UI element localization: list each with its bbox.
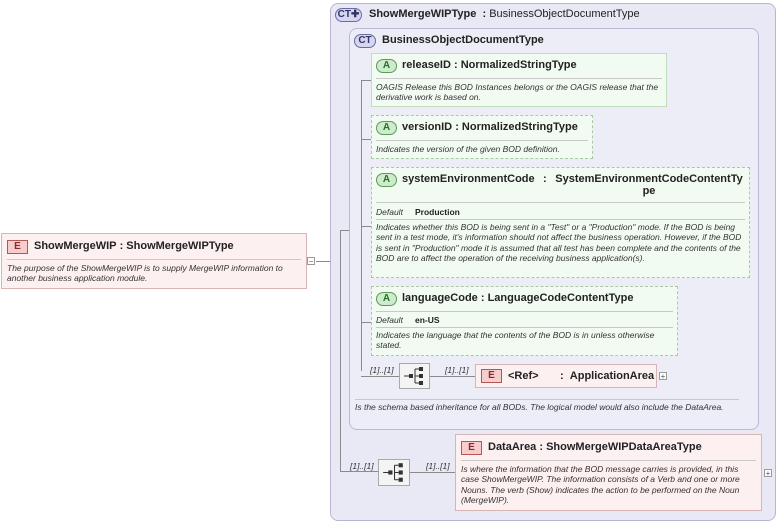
attr-connector-3 — [361, 226, 371, 227]
colon-separator: : — [477, 292, 488, 304]
colon-separator: : — [116, 240, 127, 252]
attribute-separator — [376, 140, 588, 141]
attribute-type: LanguageCodeContentType — [487, 292, 634, 304]
sequence-icon — [404, 367, 423, 385]
attr-connector-1 — [361, 80, 371, 81]
outer-tree-line — [340, 230, 341, 471]
app-area-seq-cardinality: [1]..[1] — [370, 365, 394, 375]
default-value: Production — [415, 207, 460, 217]
element-badge: E — [481, 369, 502, 383]
element-separator — [461, 460, 756, 461]
element-ref-label: <Ref> — [508, 370, 539, 382]
attribute-title: versionID : NormalizedStringType — [402, 121, 578, 133]
element-type: ShowMergeWIPType — [126, 240, 234, 252]
element-separator — [7, 259, 301, 260]
attribute-type: NormalizedStringType — [461, 121, 578, 133]
inner-type-doc: Is the schema based inheritance for all … — [355, 402, 724, 412]
attribute-systemEnvironmentCode[interactable]: A systemEnvironmentCode : SystemEnvironm… — [371, 167, 750, 278]
element-badge: E — [7, 240, 28, 254]
collapse-root-button[interactable]: − — [307, 257, 315, 266]
element-doc: Is where the information that the BOD me… — [461, 464, 740, 506]
colon-separator: : — [543, 173, 547, 185]
ct-tag-text: CT — [337, 9, 351, 20]
outer-inner-connector — [340, 230, 349, 231]
attribute-separator — [376, 327, 673, 328]
attribute-title: languageCode : LanguageCodeContentType — [402, 292, 633, 304]
attribute-separator — [376, 219, 745, 220]
element-title: ShowMergeWIP : ShowMergeWIPType — [34, 240, 234, 252]
attribute-doc: Indicates whether this BOD is being sent… — [376, 222, 742, 264]
sequence-icon — [383, 463, 403, 482]
seq-connector — [361, 376, 399, 377]
expand-data-area-button[interactable]: + — [764, 469, 772, 478]
attribute-releaseID[interactable]: A releaseID : NormalizedStringType OAGIS… — [371, 53, 667, 107]
data-area-elem-cardinality: [1]..[1] — [426, 461, 450, 471]
attribute-languageCode[interactable]: A languageCode : LanguageCodeContentType… — [371, 286, 678, 356]
colon-separator: : — [452, 121, 462, 133]
colon-separator: : — [536, 441, 547, 453]
attribute-separator — [376, 311, 673, 312]
colon-separator: : — [479, 8, 490, 20]
attribute-type: NormalizedStringType — [460, 59, 577, 71]
attribute-tree-line — [361, 80, 362, 371]
attribute-badge: A — [376, 292, 397, 306]
attribute-name: systemEnvironmentCode — [402, 173, 535, 185]
attribute-badge: A — [376, 121, 397, 135]
minus-icon: − — [308, 257, 314, 266]
element-badge: E — [461, 441, 482, 455]
inner-doc-separator — [355, 399, 739, 400]
plus-badge-icon: ✚ — [350, 9, 360, 20]
element-title: : ApplicationArea — [560, 370, 654, 382]
element-name: DataArea — [488, 441, 537, 453]
sequence-compositor-app-area[interactable] — [399, 363, 430, 389]
default-label: Default — [376, 315, 403, 325]
outer-type-title: ShowMergeWIPType : BusinessObjectDocumen… — [369, 8, 640, 20]
expand-app-area-button[interactable]: + — [659, 372, 667, 381]
attribute-title: releaseID : NormalizedStringType — [402, 59, 577, 71]
attr-connector-4 — [361, 322, 371, 323]
app-area-connector — [430, 376, 475, 377]
data-area-seq-connector — [340, 471, 378, 472]
attribute-type: SystemEnvironmentCodeContentType — [555, 173, 743, 197]
default-value: en-US — [415, 315, 440, 325]
plus-icon: + — [660, 372, 666, 381]
element-DataArea[interactable]: E DataArea : ShowMergeWIPDataAreaType Is… — [455, 434, 762, 511]
default-label: Default — [376, 207, 403, 217]
element-name: ApplicationArea — [569, 370, 655, 382]
element-ShowMergeWIP[interactable]: E ShowMergeWIP : ShowMergeWIPType The pu… — [1, 233, 307, 289]
sequence-compositor-data-area[interactable] — [378, 459, 410, 486]
attribute-badge: A — [376, 173, 397, 187]
attribute-name: languageCode — [402, 292, 478, 304]
element-title: DataArea : ShowMergeWIPDataAreaType — [488, 441, 702, 453]
element-name: ShowMergeWIP — [34, 240, 117, 252]
attribute-badge: A — [376, 59, 397, 73]
attribute-doc: Indicates the version of the given BOD d… — [376, 144, 560, 154]
app-area-elem-cardinality: [1]..[1] — [445, 365, 469, 375]
inner-type-title: BusinessObjectDocumentType — [382, 34, 544, 46]
attribute-doc: OAGIS Release this BOD Instances belongs… — [376, 82, 659, 103]
element-ApplicationArea[interactable]: E <Ref> : ApplicationArea — [475, 364, 657, 388]
attribute-versionID[interactable]: A versionID : NormalizedStringType Indic… — [371, 115, 593, 159]
outer-type-base: BusinessObjectDocumentType — [489, 8, 640, 20]
plus-icon: + — [765, 469, 771, 478]
element-type: ShowMergeWIPDataAreaType — [546, 441, 702, 453]
outer-ct-badge: CT✚ — [335, 8, 362, 22]
colon-separator: : — [450, 59, 461, 71]
attribute-separator — [376, 78, 662, 79]
element-doc: The purpose of the ShowMergeWIP is to su… — [7, 263, 283, 284]
attr-connector-2 — [361, 139, 371, 140]
attribute-name: versionID — [402, 121, 453, 133]
attribute-name: releaseID — [402, 59, 451, 71]
outer-type-name: ShowMergeWIPType — [369, 8, 477, 20]
inner-ct-badge: CT — [354, 34, 376, 48]
colon-separator: : — [560, 370, 570, 382]
data-area-seq-cardinality: [1]..[1] — [350, 461, 374, 471]
attribute-separator — [376, 202, 745, 203]
root-connector — [316, 261, 330, 262]
attribute-doc: Indicates the language that the contents… — [376, 330, 655, 351]
data-area-connector — [410, 472, 455, 473]
